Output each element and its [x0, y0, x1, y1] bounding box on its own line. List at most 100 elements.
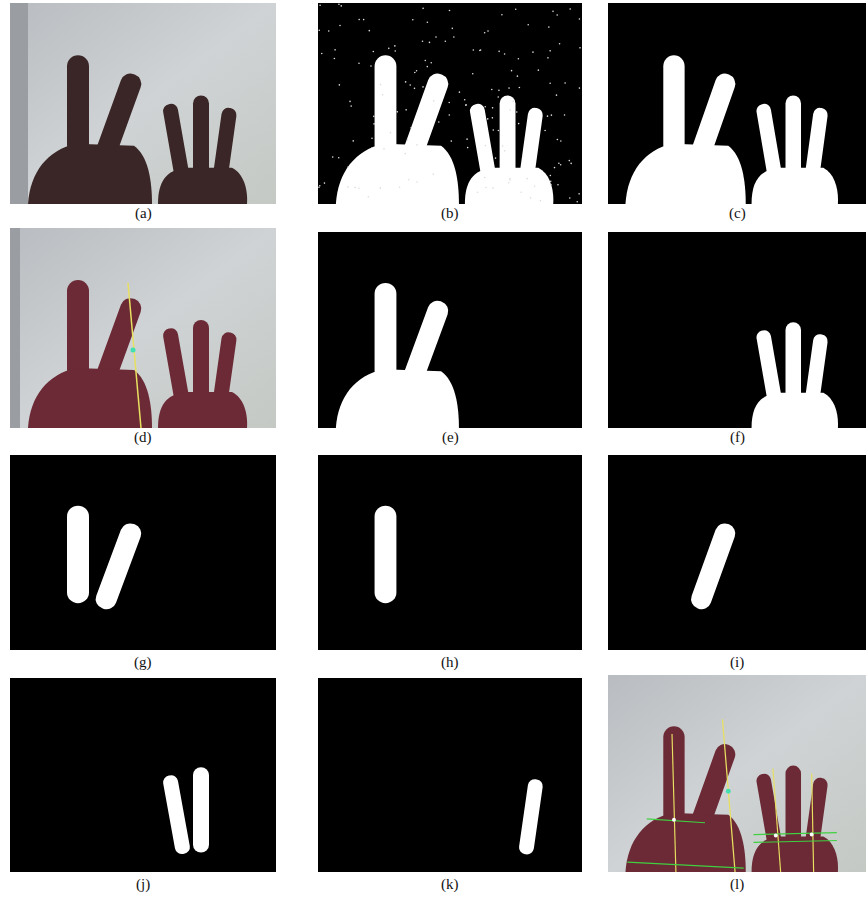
noise-dot	[512, 101, 514, 103]
noise-dot	[422, 8, 424, 10]
noise-dot	[422, 40, 424, 42]
noise-dot	[477, 191, 479, 193]
noise-dot	[516, 111, 518, 113]
noise-dot	[332, 156, 334, 158]
noise-dot	[473, 49, 475, 51]
noise-dot	[560, 140, 562, 142]
noise-dot	[363, 19, 365, 21]
noise-dot	[556, 94, 558, 96]
noise-dot	[372, 51, 374, 53]
noise-dot	[318, 186, 320, 188]
noise-dot	[448, 102, 450, 104]
noise-dot	[319, 4, 321, 6]
noise-dot	[508, 182, 510, 184]
noise-dot	[492, 117, 494, 119]
noise-dot	[451, 28, 453, 30]
noise-dot	[424, 60, 426, 62]
noise-dot	[479, 50, 481, 52]
noise-dot	[445, 40, 447, 42]
noise-dot	[430, 62, 432, 64]
noise-dot	[466, 138, 468, 140]
panel-label: (i)	[728, 654, 746, 670]
noise-dot	[492, 107, 494, 109]
noise-dot	[484, 32, 486, 34]
noise-dot	[464, 99, 466, 101]
noise-dot	[548, 26, 550, 28]
finger-mask	[608, 455, 866, 650]
noise-dot	[412, 19, 414, 21]
noise-dot	[504, 150, 506, 152]
noise-dot	[405, 81, 407, 83]
noise-dot	[550, 184, 552, 186]
noise-dot	[511, 70, 513, 72]
panel-label: (g)	[132, 654, 154, 670]
noise-dot	[485, 145, 487, 147]
noise-dot	[552, 11, 554, 13]
noise-dot	[492, 187, 494, 189]
noise-dot	[435, 36, 437, 38]
right-hand-mask	[608, 232, 866, 428]
noise-dot	[484, 177, 486, 179]
noise-dot	[578, 193, 580, 195]
noise-dot	[551, 114, 553, 116]
noise-dot	[388, 48, 390, 50]
noise-dot	[416, 181, 418, 183]
noise-dot	[416, 70, 418, 72]
finger-mask	[318, 455, 582, 650]
noise-dot	[509, 179, 511, 181]
noise-dot	[559, 43, 561, 45]
noise-dot	[517, 75, 519, 77]
noise-dot	[349, 101, 351, 103]
noise-dot	[579, 18, 581, 20]
noise-dot	[504, 53, 506, 55]
noise-dot	[530, 197, 532, 199]
noise-dot	[422, 86, 424, 88]
noise-dot	[390, 132, 392, 134]
noise-dot	[509, 109, 511, 111]
noise-dot	[527, 24, 529, 26]
noise-dot	[427, 21, 429, 23]
panel-label: (k)	[439, 876, 461, 892]
noise-dot	[338, 4, 340, 6]
noise-dot	[407, 139, 409, 141]
noise-dot	[426, 66, 428, 68]
noise-dot	[485, 187, 487, 189]
noise-dot	[321, 53, 323, 55]
noise-dot	[414, 72, 416, 74]
noise-dot	[465, 104, 467, 106]
photo-result-panel	[608, 675, 866, 872]
panel-label: (d)	[132, 429, 154, 445]
noise-dot	[498, 90, 500, 92]
noise-dot	[324, 182, 326, 184]
noise-dot	[502, 145, 504, 147]
panel-label: (j)	[134, 876, 152, 892]
noise-dot	[544, 130, 546, 132]
noise-dot	[467, 147, 469, 149]
noise-dot	[358, 187, 360, 189]
noise-dot	[352, 140, 354, 142]
noise-dot	[549, 82, 551, 84]
noise-dot	[438, 121, 440, 123]
panel-label: (l)	[728, 876, 746, 892]
noise-dot	[515, 8, 517, 10]
noise-dot	[522, 155, 524, 157]
panel-label: (f)	[728, 429, 747, 445]
noise-dot	[520, 191, 522, 193]
panel-label: (c)	[727, 205, 748, 221]
noise-dot	[569, 197, 571, 199]
noise-dot	[519, 87, 521, 89]
noise-dot	[383, 148, 385, 150]
noise-dot	[433, 100, 435, 102]
noise-dot	[318, 29, 320, 31]
noise-dot	[416, 144, 418, 146]
noise-dot	[487, 118, 489, 120]
noise-dot	[526, 178, 528, 180]
noise-dot	[450, 140, 452, 142]
noise-dot	[518, 123, 520, 125]
noise-dot	[334, 49, 336, 51]
noise-dot	[429, 42, 431, 44]
noise-dot	[480, 49, 482, 51]
noise-dot	[394, 50, 396, 52]
noise-dot	[465, 104, 467, 106]
noise-dot	[409, 84, 411, 86]
